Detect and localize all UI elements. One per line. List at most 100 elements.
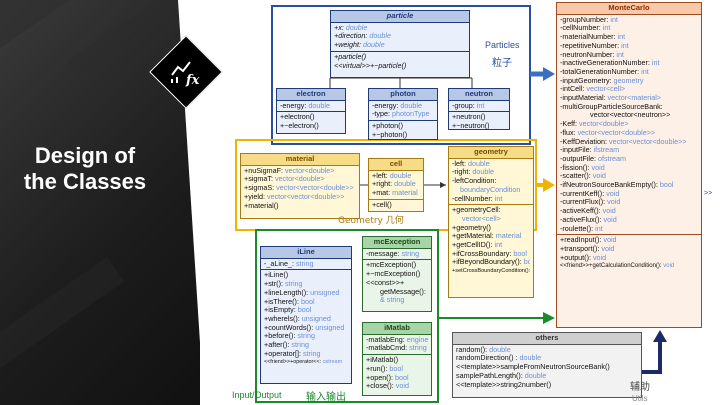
class-name: others xyxy=(453,333,641,345)
attr: -energy: double xyxy=(280,101,330,110)
class-name: mcException xyxy=(363,237,431,249)
method: +iMatlab() xyxy=(366,356,399,365)
method: <<friend>>+operator<<: ostream xyxy=(264,359,343,366)
method: +cell() xyxy=(372,200,392,209)
class-neutron: neutron -group: int +neutron() +~neutron… xyxy=(448,88,510,130)
method: +run(): bool xyxy=(366,364,403,373)
attr: -groupNumber: int xyxy=(560,15,618,24)
member: random(): double xyxy=(456,345,511,354)
class-photon: photon -energy: double -type: photonType… xyxy=(368,88,438,140)
attr: -cellNumber: int xyxy=(560,24,611,33)
class-name: electron xyxy=(277,89,345,101)
method: +operator[]: string xyxy=(264,349,321,358)
method: <<friend>>+getCalculationCondition(): vo… xyxy=(560,263,675,270)
method: +after(): string xyxy=(264,341,309,350)
method: +mcException() xyxy=(366,261,417,270)
method: +getMaterial: material xyxy=(452,232,522,241)
method: +close(): void xyxy=(366,382,409,391)
class-name: MonteCarlo xyxy=(557,3,701,15)
method: +isThere(): bool xyxy=(264,297,315,306)
attr: -KeffDeviation: vector<vector<double>> xyxy=(560,137,687,146)
attr: +mat: material xyxy=(372,189,418,198)
class-electron: electron -energy: double +electron() +~e… xyxy=(276,88,346,134)
io-label-en: Input/Output xyxy=(232,390,282,400)
class-name: cell xyxy=(369,159,423,171)
class-geometry: geometry -left: double -right: double -l… xyxy=(448,146,534,298)
member: +nuSigmaF: vector<double> xyxy=(244,166,335,175)
member: <<virtual>>+~particle() xyxy=(334,61,407,70)
class-name: geometry xyxy=(449,147,533,159)
member: +sigmaS: vector<vector<double>> xyxy=(244,184,354,193)
class-name: neutron xyxy=(449,89,509,101)
class-name: material xyxy=(241,154,359,166)
geometry-label: Geometry 几何 xyxy=(338,216,404,226)
class-others: others random(): double randomDirection(… xyxy=(452,332,642,398)
method: getMessage(): xyxy=(380,287,426,296)
attr: +left: double xyxy=(372,171,412,180)
method: <<const>>+ xyxy=(366,278,405,287)
class-iMatlab: iMatlab -matlabEng: engine -matlabCmd: s… xyxy=(362,322,432,396)
method: +output(): void xyxy=(560,253,607,262)
io-label-cn: 输入输出 xyxy=(306,392,346,403)
attr: boundaryCondition xyxy=(460,185,521,194)
method: +getCellID(): int xyxy=(452,241,503,250)
method: +wherels(): unsigned xyxy=(264,314,331,323)
attr: -cellNumber: int xyxy=(452,194,503,203)
method: +countWords(): unsigned xyxy=(264,323,345,332)
attr: -_aLine_: string xyxy=(264,259,314,268)
attr: -multiGroupParticleSourceBank: xyxy=(560,102,663,111)
attr: +right: double xyxy=(372,180,416,189)
class-material: material +nuSigmaF: vector<double> +sigm… xyxy=(240,153,360,219)
attr: -message: string xyxy=(366,249,420,258)
attr: -currentKeff(): void xyxy=(560,189,620,198)
method: +~photon() xyxy=(372,130,408,139)
member: <<template>>sampleFromNeutronSourceBank(… xyxy=(456,363,610,372)
method: +str(): string xyxy=(264,280,303,289)
member: +material() xyxy=(244,201,279,210)
attr: -matlabCmd: string xyxy=(366,344,427,353)
class-name: photon xyxy=(369,89,437,101)
attr: -inputMaterial: vector<material> xyxy=(560,94,662,103)
method: +isEmpty: bool xyxy=(264,306,312,315)
class-name: iMatlab xyxy=(363,323,431,335)
method: & string xyxy=(380,296,405,305)
slide-title: Design of the Classes xyxy=(23,143,147,194)
method: +setCrossBoundaryCondition(): void xyxy=(452,268,530,275)
attr: -materialNumber: int xyxy=(560,33,626,42)
svg-text:fx: fx xyxy=(185,73,200,87)
member: +x: double xyxy=(334,23,368,32)
utils-label-en: Utils xyxy=(632,394,648,403)
attr: -Keff: vector<double> xyxy=(560,120,629,129)
member: +sigmaT: vector<double> xyxy=(244,175,325,184)
attr: -group: int xyxy=(452,101,485,110)
method: +open(): bool xyxy=(366,373,409,382)
class-particle: particle +x: double +direction: double +… xyxy=(330,10,470,78)
attr: -left: double xyxy=(452,159,490,168)
class-name: iLine xyxy=(261,247,351,259)
member: +particle() xyxy=(334,52,367,61)
method: +geometryCell: xyxy=(452,206,501,215)
member: +direction: double xyxy=(334,32,391,41)
attr: -intCell: vector<cell> xyxy=(560,85,626,94)
member: +yield: vector<vector<double>> xyxy=(244,192,345,201)
attr: -currentFlux(): void xyxy=(560,198,621,207)
method: +geometry() xyxy=(452,223,491,232)
chart-fx-icon: fx xyxy=(166,52,206,92)
attr: vector<vector<neutron>> xyxy=(590,111,671,120)
class-cell: cell +left: double +right: double +mat: … xyxy=(368,158,424,212)
particles-label-cn: 粒子 xyxy=(492,58,512,69)
attr: -inactiveGenerationNumber: int xyxy=(560,59,660,68)
method: +photon() xyxy=(372,122,403,131)
method: +lineLength(): unsigned xyxy=(264,288,340,297)
attr: -roulette(): int xyxy=(560,224,603,233)
attr: -fission(): void xyxy=(560,163,605,172)
attr: -activeKeff(): void xyxy=(560,207,616,216)
attr: -activeFlux(): void xyxy=(560,215,617,224)
method: +neutron() xyxy=(452,113,486,122)
attr: -neutronNumber: int xyxy=(560,50,624,59)
method: +readInput(): void xyxy=(560,236,617,245)
method: +ifBeyondBoundary(): bool xyxy=(452,258,530,267)
attr: -scatter(): void xyxy=(560,172,606,181)
method: vector<cell> xyxy=(462,214,501,223)
